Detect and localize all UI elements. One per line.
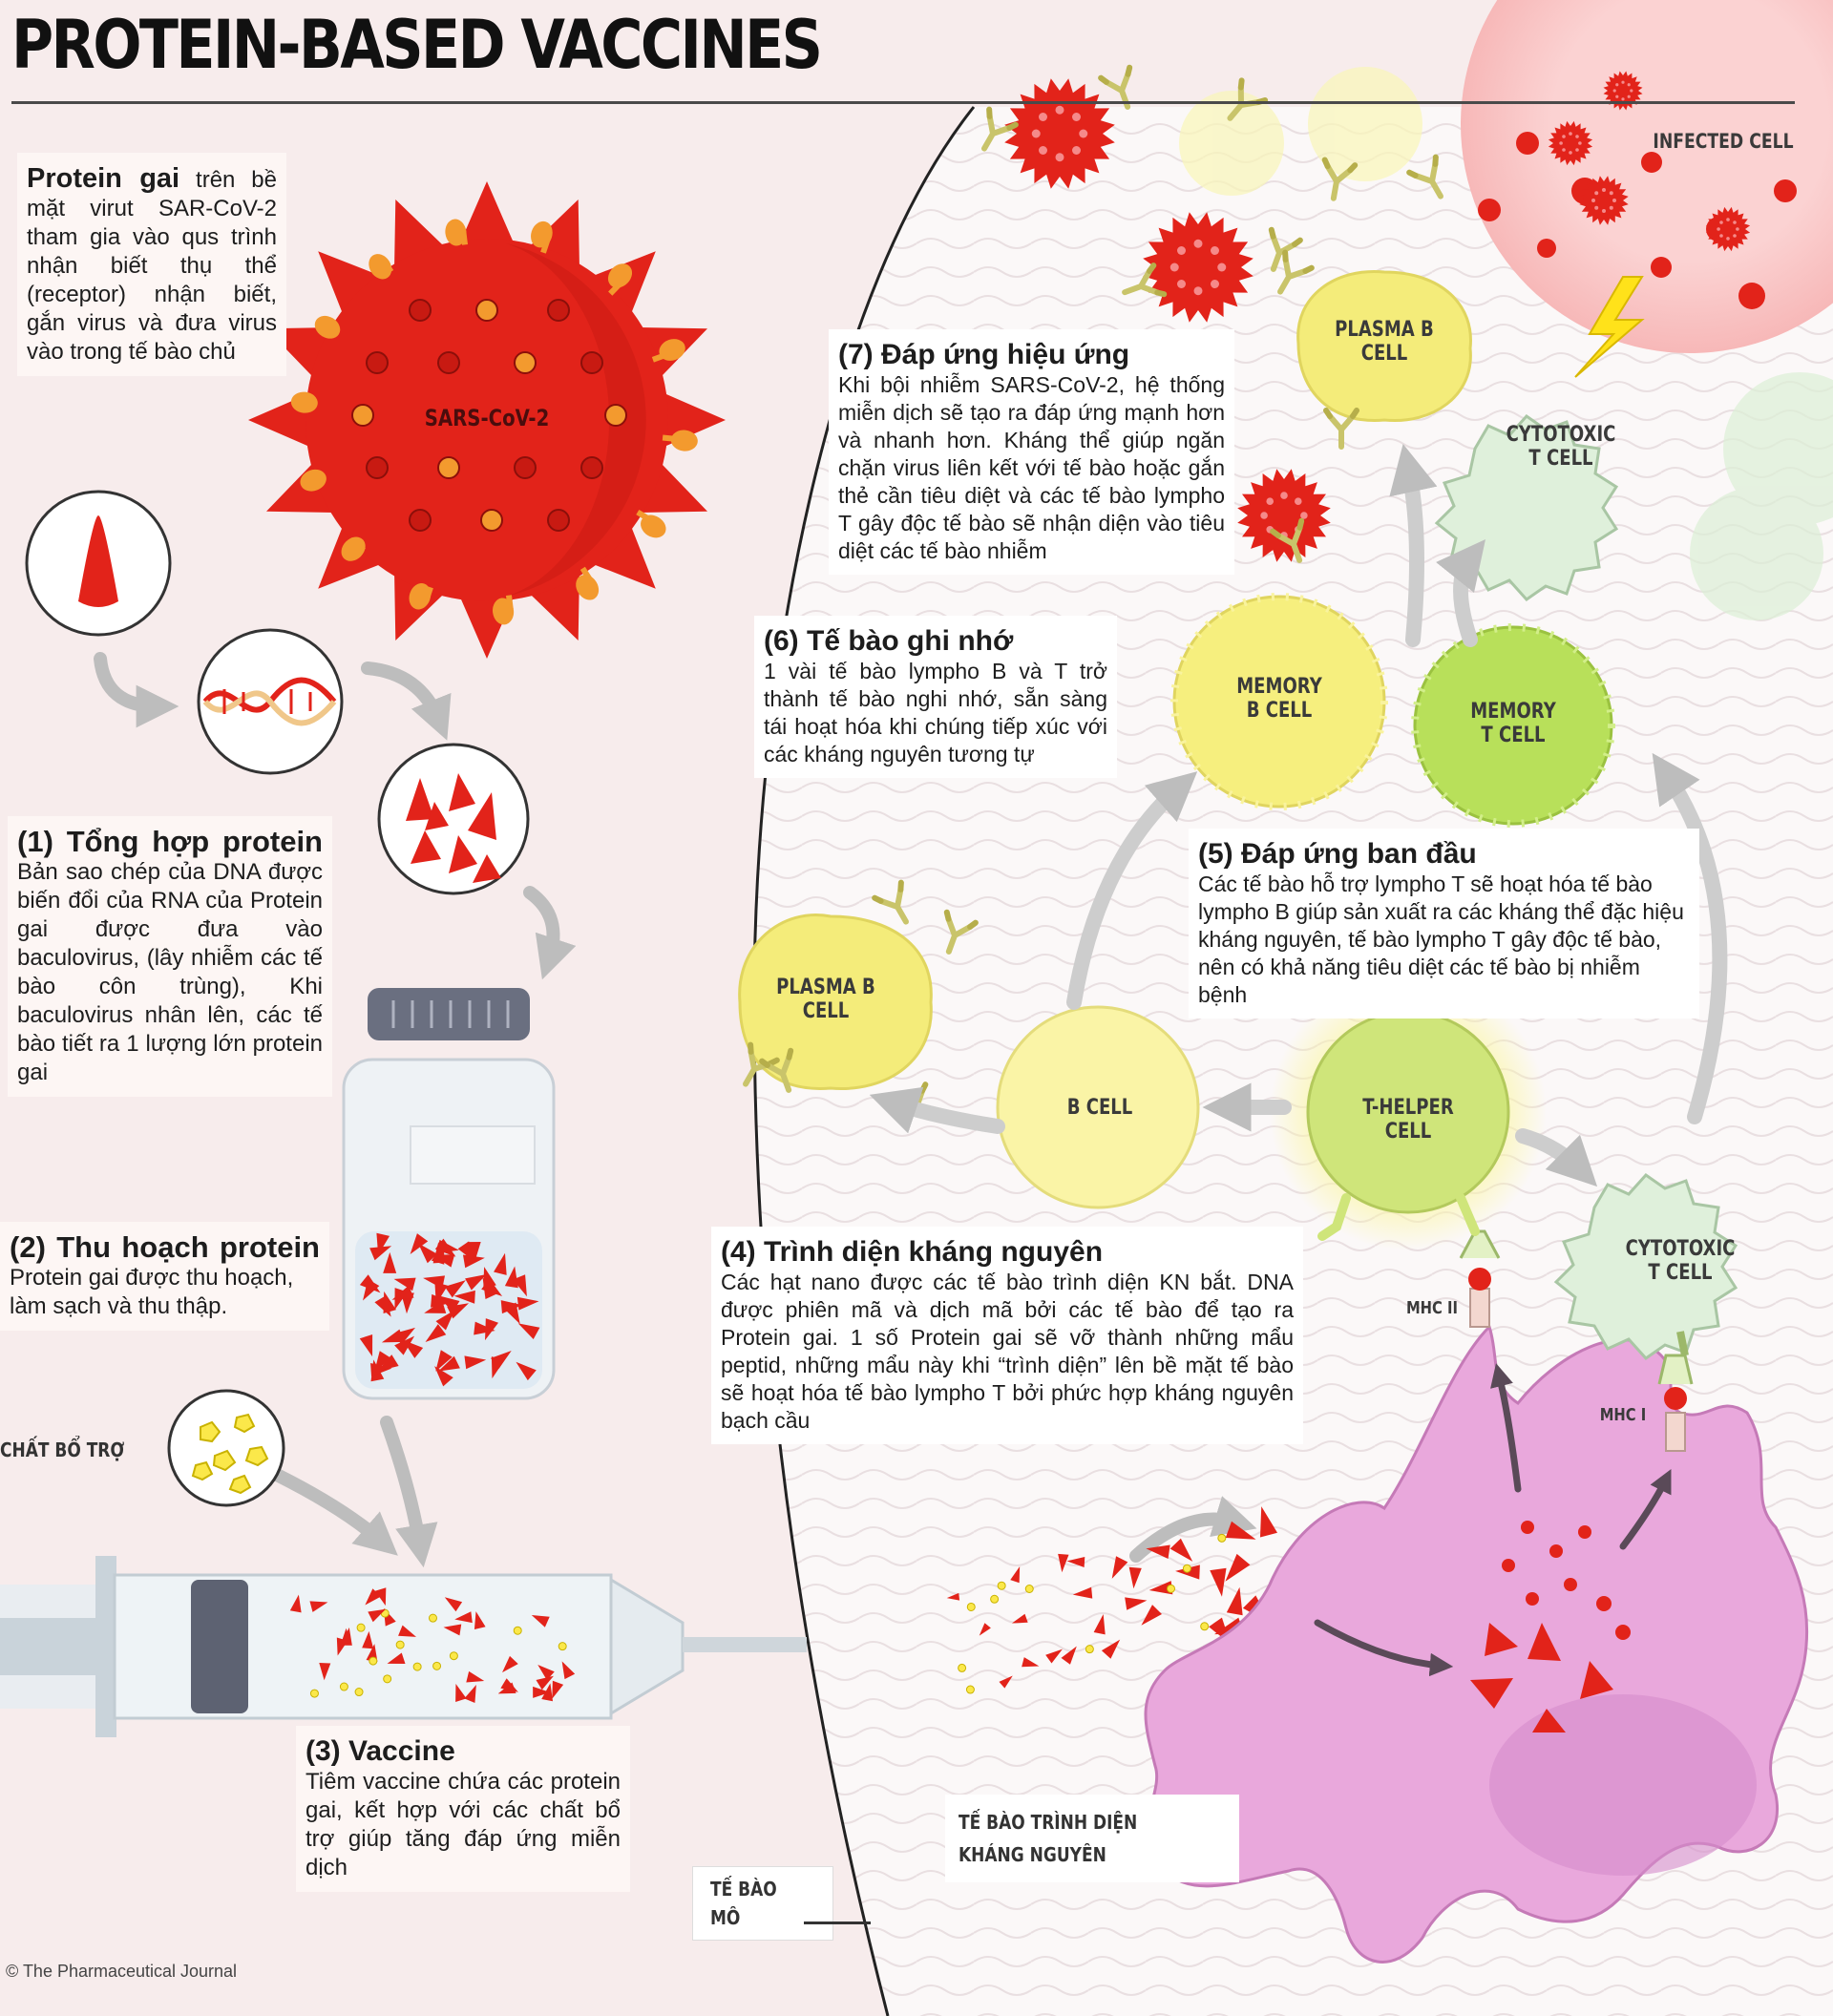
adjuvant-label: CHẤT BỔ TRỢ [0,1438,125,1461]
flow-arrows-immune [869,443,1728,1187]
step5-text-box: (5) Đáp ứng ban đầu Các tế bào hỗ trợ ly… [1189,829,1699,1018]
cytotoxic-t-cell-bottom-label: CYTOTOXIC T CELL [1625,1237,1736,1285]
step6-description: 1 vài tế bào lympho B và T trở thành tế … [764,659,1107,766]
step3-text-box: (3) Vaccine Tiêm vaccine chứa các protei… [296,1726,630,1892]
step6-heading: (6) Tế bào ghi nhớ [764,625,1014,657]
spike-protein-text-box: Protein gai trên bề mặt virut SAR-CoV-2 … [17,153,286,376]
title-divider [11,101,1795,104]
vaccine-particles [946,1506,1277,1694]
plasma-b-cell-top-graphic [1296,269,1472,423]
memory-t-cell-graphic [1411,623,1615,828]
step2-description: Protein gai được thu hoạch, làm sạch và … [10,1265,294,1319]
memory-b-cell-graphic [1170,593,1388,810]
infected-cell-label: INFECTED CELL [1653,130,1794,153]
step1-description: Bản sao chép của DNA được biến đổi của R… [17,859,323,1085]
plasma-b-cell-top-label: PLASMA B CELL [1335,318,1434,366]
tissue-label: TẾ BÀO MÔ [710,1878,777,1929]
small-viruses [1004,71,1751,562]
credit: © The Pharmaceutical Journal [6,1962,238,1981]
cytotoxic-t-cell-bottom-graphic [1553,1173,1738,1360]
mhc-receptors [1459,1229,1694,1452]
b-cell-graphic [996,1005,1200,1209]
step3-heading: (3) Vaccine [306,1735,455,1767]
syringe [0,1556,807,1737]
b-cell-label: B CELL [1066,1096,1133,1120]
protein-cluster-icon [377,743,530,895]
t-helper-cell-label: T-HELPER CELL [1362,1096,1454,1144]
cytotoxic-t-cell-top-label: CYTOTOXIC T CELL [1506,423,1616,471]
apc-label: TẾ BÀO TRÌNH DIỆN KHÁNG NGUYÊN [959,1811,1138,1866]
memory-b-cell-label: MEMORY B CELL [1236,675,1322,723]
plasma-b-cell-label: PLASMA B CELL [776,976,875,1023]
step2-text-box: (2) Thu hoạch protein Protein gai được t… [0,1222,329,1331]
apc-label-box: TẾ BÀO TRÌNH DIỆN KHÁNG NGUYÊN [945,1795,1239,1882]
step1-heading: (1) Tổng hợp protein [17,825,323,858]
background-cells [1179,67,1833,620]
t-helper-cell-graphic [1270,974,1547,1250]
adjuvant-icon [167,1389,285,1507]
step7-heading: (7) Đáp ứng hiệu ứng [838,339,1130,370]
step4-text-box: (4) Trình diện kháng nguyên Các hạt nano… [711,1227,1303,1444]
page-title: PROTEIN-BASED VACCINES [11,6,823,84]
mhc2-label: MHC II [1405,1298,1458,1318]
step7-description: Khi bội nhiễm SARS-CoV-2, hệ thống miễn … [838,372,1225,563]
step7-text-box: (7) Đáp ứng hiệu ứng Khi bội nhiễm SARS-… [829,329,1234,575]
memory-t-cell-label: MEMORY T CELL [1470,700,1556,747]
step1-text-box: (1) Tổng hợp protein Bản sao chép của DN… [8,816,332,1097]
spike-protein-icon [25,490,172,637]
step6-text-box: (6) Tế bào ghi nhớ 1 vài tế bào lympho B… [754,616,1117,778]
virus-label: SARS-CoV-2 [424,405,550,431]
step5-description: Các tế bào hỗ trợ lympho T sẽ hoạt hóa t… [1198,872,1684,1007]
step3-description: Tiêm vaccine chứa các protein gai, kết h… [306,1769,621,1880]
vaccine-vial [342,988,556,1400]
mhc1-label: MHC I [1599,1405,1647,1425]
spike-heading: Protein gai [27,163,180,194]
step5-heading: (5) Đáp ứng ban đầu [1198,838,1477,870]
step2-heading: (2) Thu hoạch protein [10,1230,320,1264]
step4-heading: (4) Trình diện kháng nguyên [721,1236,1104,1268]
spike-description: trên bề mặt virut SAR-CoV-2 tham gia vào… [27,167,277,365]
dna-icon [197,628,344,775]
tissue-label-box: TẾ BÀO MÔ [692,1866,833,1941]
sars-cov-2-virus [248,181,726,659]
flow-arrows-left [94,652,1257,1568]
tissue-label-pointer [804,1922,871,1924]
step4-description: Các hạt nano được các tế bào trình diện … [721,1270,1294,1433]
lightning-icon [1574,276,1645,378]
